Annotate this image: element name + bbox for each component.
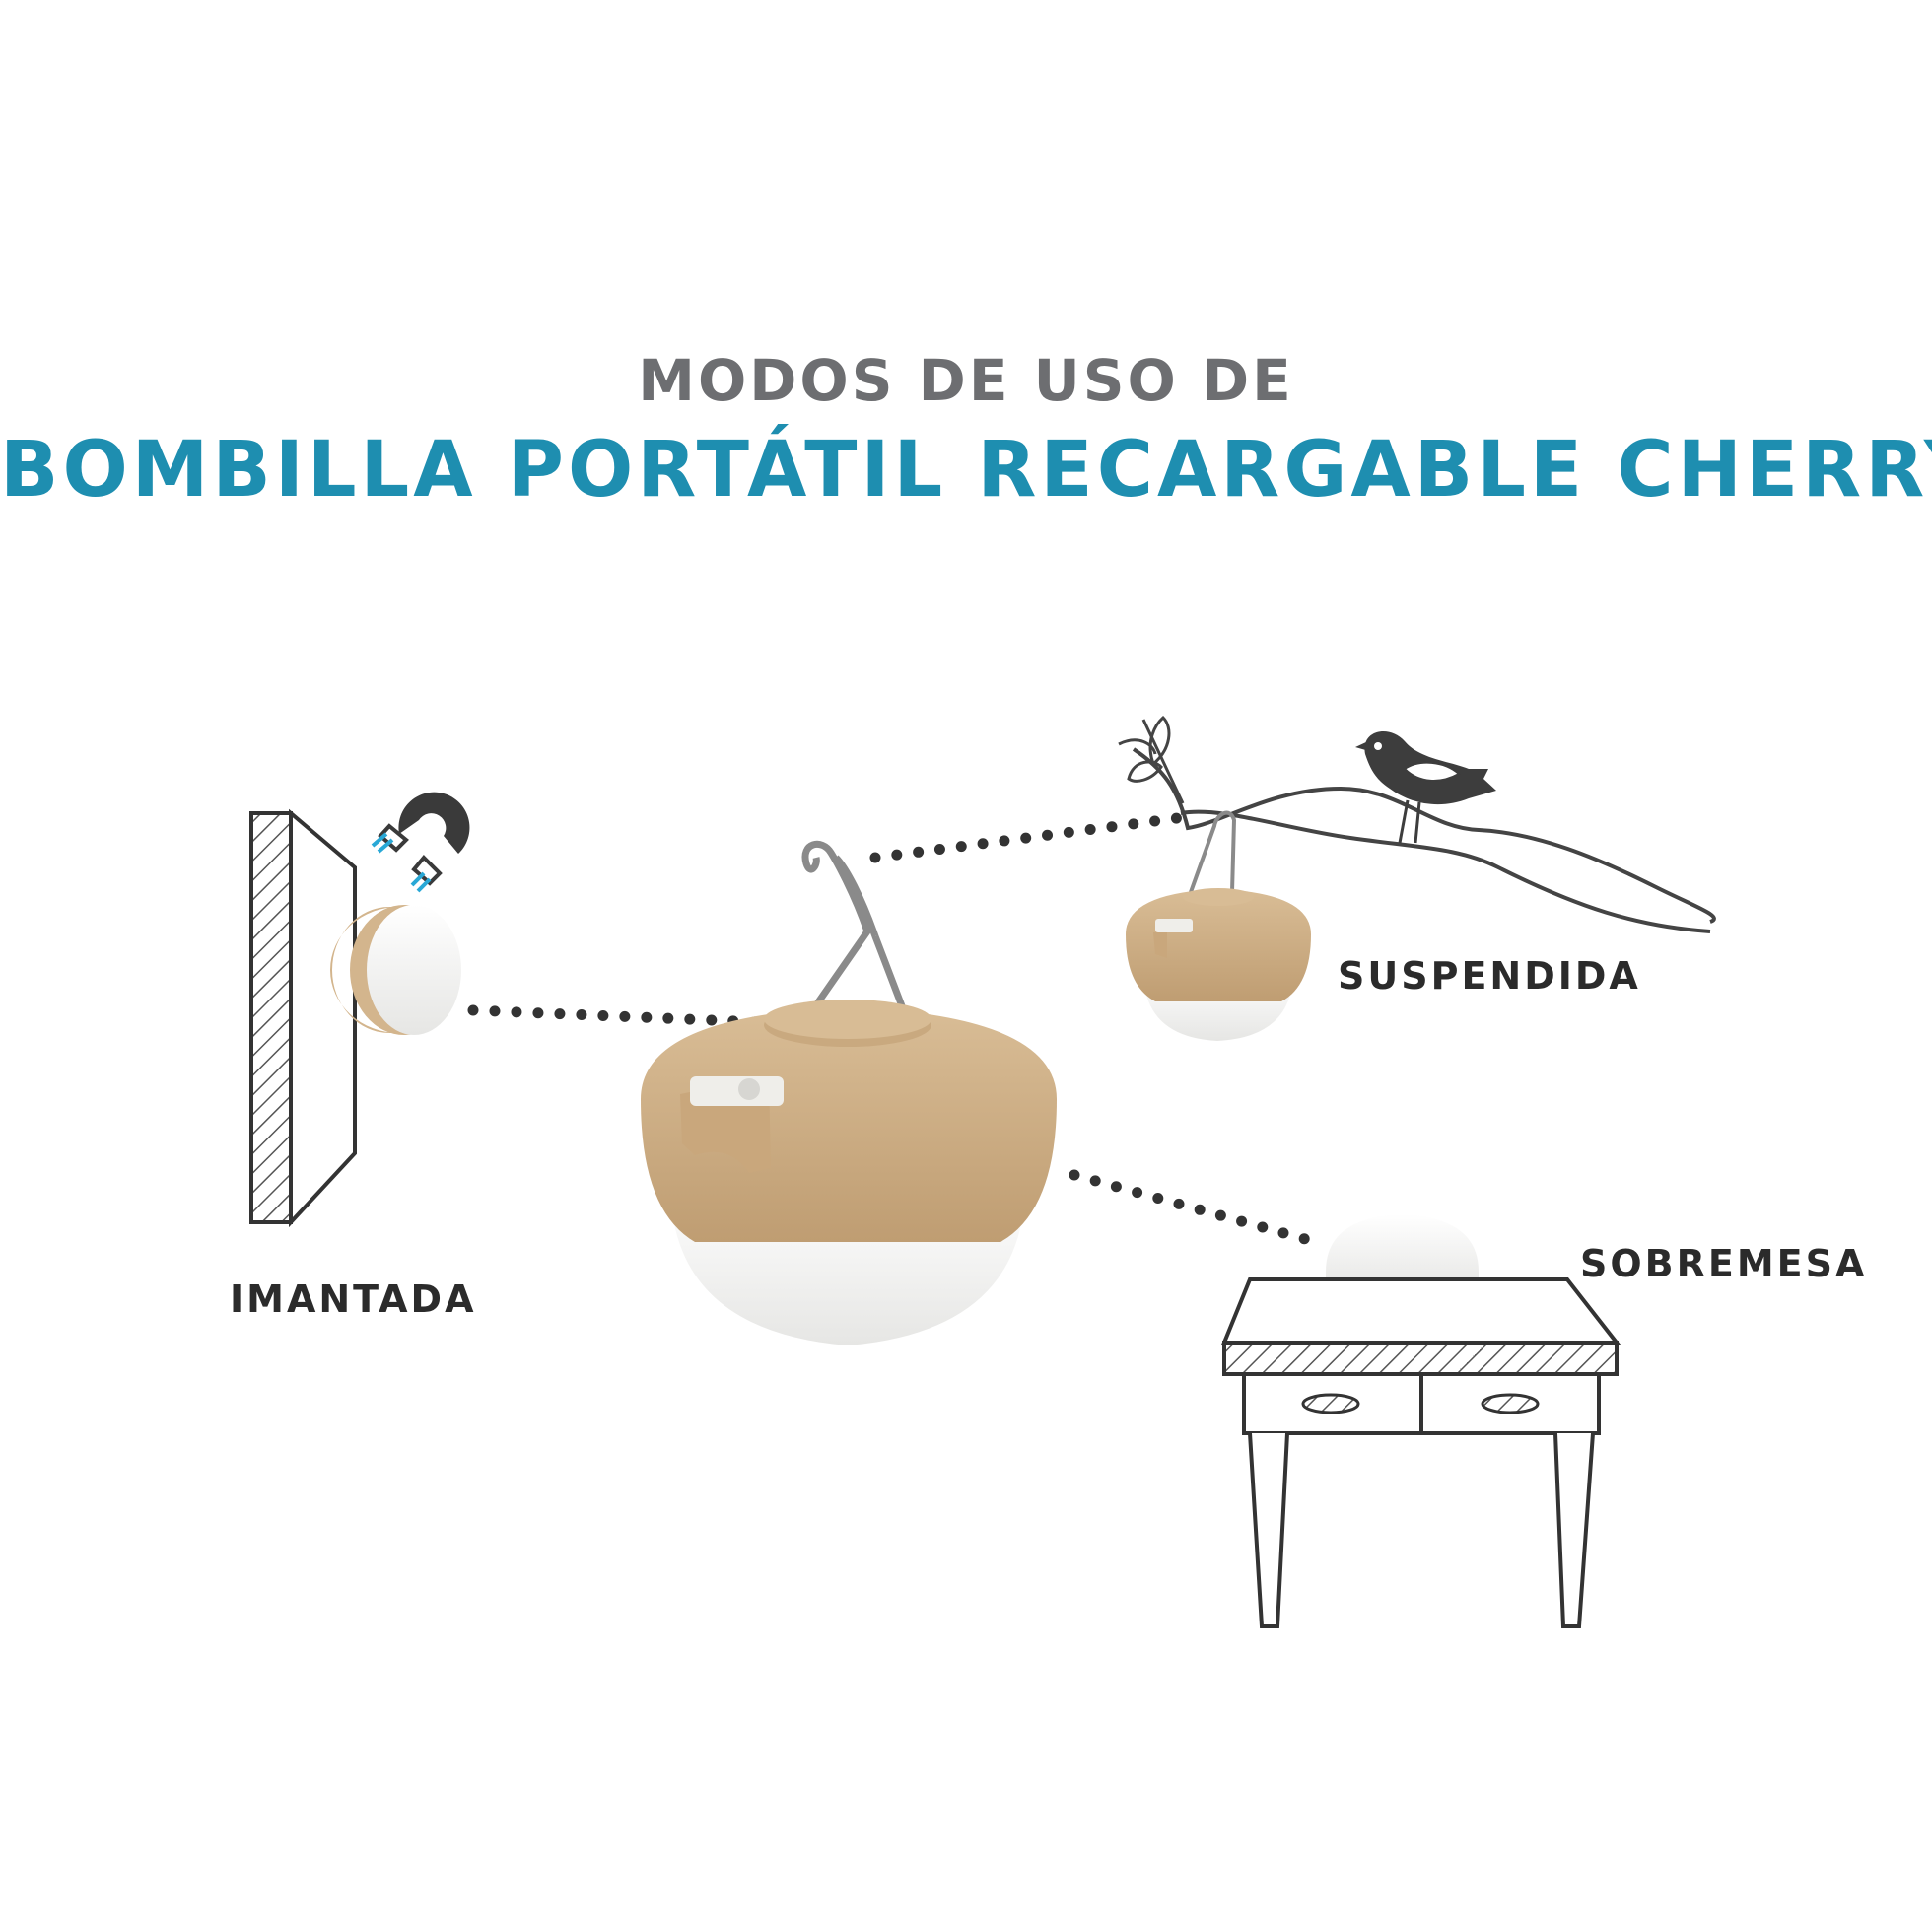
page-subtitle: MODOS DE USO DE [638, 347, 1294, 414]
mode-label-tabletop: SOBREMESA [1580, 1242, 1868, 1285]
table-icon [1221, 1277, 1622, 1628]
mode-label-magnetic: IMANTADA [230, 1277, 477, 1321]
wall-mount-illustration [249, 808, 357, 1228]
bird-icon [1355, 731, 1496, 844]
dotted-connector-hanging [869, 810, 1199, 863]
hanging-lamp [1126, 810, 1311, 1041]
magnet-icon [371, 792, 470, 893]
magnetic-lamp [330, 905, 461, 1035]
dotted-connector-tabletop [1069, 1169, 1322, 1248]
page-title: BOMBILLA PORTÁTIL RECARGABLE CHERRY [0, 426, 1932, 515]
branch-icon [1118, 715, 1716, 933]
mode-label-hanging: SUSPENDIDA [1338, 954, 1641, 998]
dotted-connector-magnetic [467, 1004, 765, 1028]
main-lamp [641, 840, 1057, 1346]
